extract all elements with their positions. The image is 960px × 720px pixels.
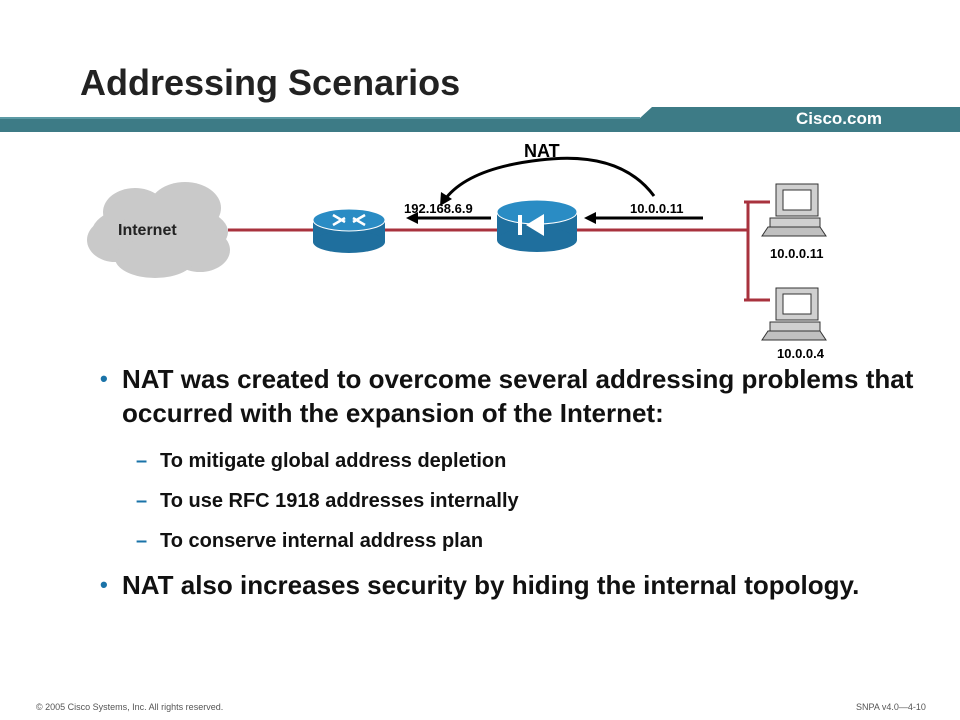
host-computer-icon: [761, 183, 827, 237]
host1-address-label: 10.0.0.11: [770, 246, 824, 261]
slide-body: • NAT was created to overcome several ad…: [100, 362, 920, 602]
copyright-footer: © 2005 Cisco Systems, Inc. All rights re…: [36, 702, 224, 712]
host2-address-label: 10.0.0.4: [777, 346, 824, 361]
sub-bullet-text: To conserve internal address plan: [160, 530, 484, 552]
sub-bullet-text: To use RFC 1918 addresses internally: [160, 490, 519, 512]
bullet-text: NAT also increases security by hiding th…: [122, 570, 860, 600]
router-icon: [312, 208, 386, 253]
sub-bullet-item: – To mitigate global address depletion: [100, 450, 920, 472]
dash-marker: –: [136, 450, 148, 472]
bullet-marker: •: [100, 572, 108, 597]
header-banner: [0, 107, 960, 132]
sub-bullet-text: To mitigate global address depletion: [160, 450, 507, 472]
bullet-item: • NAT also increases security by hiding …: [100, 568, 920, 602]
bullet-item: • NAT was created to overcome several ad…: [100, 362, 920, 430]
bullet-marker: •: [100, 366, 108, 391]
sub-bullet-item: – To conserve internal address plan: [100, 530, 920, 552]
dash-marker: –: [136, 490, 148, 512]
network-diagram: [87, 156, 827, 341]
brand-logo-text: Cisco.com: [796, 109, 882, 128]
sub-bullet-item: – To use RFC 1918 addresses internally: [100, 490, 920, 512]
internet-cloud-icon: [87, 182, 230, 278]
page-title: Addressing Scenarios: [80, 62, 461, 103]
dash-marker: –: [136, 530, 148, 552]
bullet-text: NAT was created to overcome several addr…: [122, 364, 914, 428]
internet-label: Internet: [118, 222, 177, 239]
host-computer-icon: [761, 287, 827, 341]
slide-number-footer: SNPA v4.0—4-10: [856, 702, 926, 712]
inside-address-label: 10.0.0.11: [630, 201, 684, 216]
nat-device-icon: [496, 199, 578, 252]
outside-address-label: 192.168.6.9: [404, 201, 473, 216]
nat-label: NAT: [524, 141, 560, 161]
translation-arrows: [406, 156, 703, 224]
